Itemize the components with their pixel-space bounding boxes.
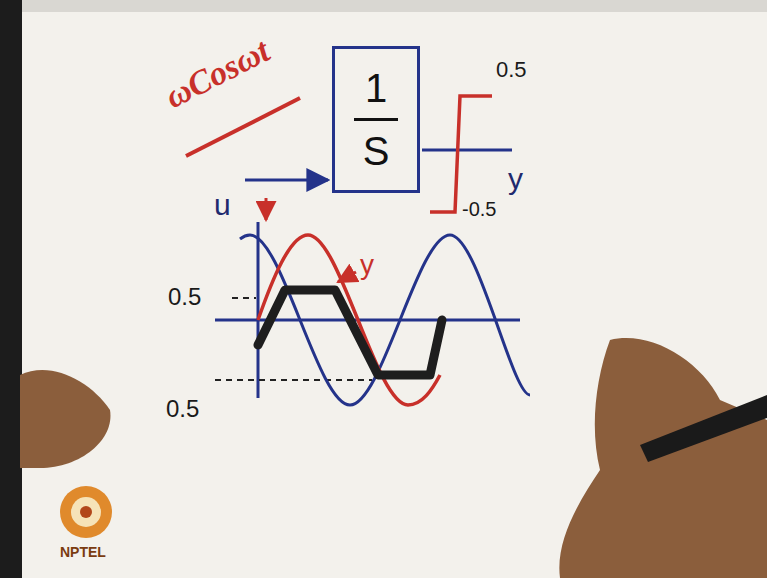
plot-axis bbox=[215, 319, 520, 322]
output-wire bbox=[422, 149, 512, 152]
level-dash bbox=[215, 379, 372, 381]
saturation-curve bbox=[430, 96, 492, 212]
logo-text: NPTEL bbox=[60, 545, 106, 560]
logo-center bbox=[80, 506, 92, 518]
pointer-arrow bbox=[265, 198, 268, 220]
plot-axis bbox=[257, 222, 260, 398]
logo-ring bbox=[60, 486, 112, 538]
saturated-wave bbox=[258, 290, 442, 375]
hand bbox=[559, 338, 767, 578]
level-value: 0.5 bbox=[168, 284, 201, 310]
signal-name: u bbox=[214, 188, 231, 221]
input-wave bbox=[240, 235, 530, 405]
logo-core bbox=[71, 497, 101, 527]
signal-name: y bbox=[508, 162, 523, 195]
hand bbox=[20, 370, 110, 468]
heading: ωCosωt bbox=[159, 31, 275, 115]
heading-underline bbox=[186, 98, 300, 156]
pen bbox=[640, 395, 767, 462]
limit-value: -0.5 bbox=[462, 198, 496, 220]
limit-value: 0.5 bbox=[496, 58, 527, 82]
level-dash bbox=[232, 297, 256, 299]
node-text: S bbox=[353, 127, 400, 175]
input-arrow bbox=[245, 179, 328, 182]
transfer-function-box: 1S bbox=[332, 46, 420, 193]
frame-edge bbox=[0, 0, 22, 578]
node-text: 1 bbox=[355, 64, 397, 112]
level-value: 0.5 bbox=[166, 396, 199, 422]
signal-name: y bbox=[360, 250, 374, 281]
paper-edge bbox=[22, 0, 767, 12]
pointer-arrow bbox=[338, 272, 356, 282]
fraction-bar bbox=[354, 118, 398, 121]
logo bbox=[60, 486, 112, 538]
